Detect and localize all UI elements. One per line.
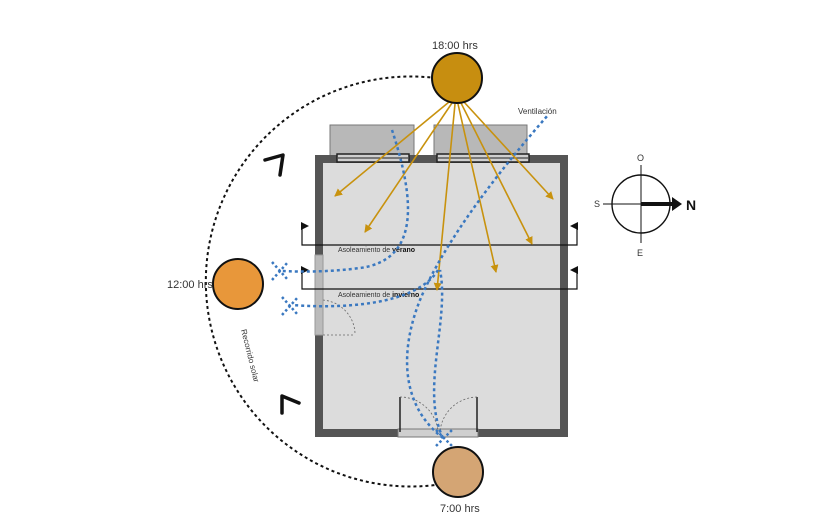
window-left-side [314,254,324,336]
sun-path-chevron-bottom [280,394,301,415]
sun-morning-label: 7:00 hrs [440,503,480,515]
sun-ray [463,101,554,200]
sun-ray [457,103,499,273]
sun-rays [334,101,554,291]
sun-ray [460,102,533,245]
sun-noon-label: 12:00 hrs [167,279,213,291]
door-swing-left [322,299,356,336]
compass-left-label: S [594,199,600,209]
sun-ray [433,103,456,291]
sun-evening-label: 18:00 hrs [432,40,478,52]
sun-path-chevron-top [263,153,285,177]
ventilation-label: Ventilación [518,107,557,116]
ventilation-path-b [432,269,445,439]
sun-evening [431,52,483,104]
summer-sunlight-label: Asoleamiento de verano [338,247,415,254]
compass-right-label: N [686,197,696,213]
sun-path-label: Recorrido solar [239,328,261,383]
winter-sunlight-label: Asoleamiento de invierno [338,292,419,299]
ventilation-path-a [405,114,549,439]
ventilation-path-d [291,269,440,308]
section-line-summer [301,222,578,246]
sun-path-arc [204,75,459,488]
door-swing-bottom [399,396,478,433]
house-floor [323,163,560,429]
sun-noon [212,258,264,310]
compass-top-label: O [637,153,644,163]
compass: O S E N [594,153,696,258]
compass-bottom-label: E [637,248,643,258]
sun-morning [432,446,484,498]
ventilation-crosses [271,261,453,447]
sun-ray [364,102,453,233]
ventilation-path-c [281,129,410,273]
sun-ray [334,101,450,197]
ventilation-flows [281,114,549,439]
